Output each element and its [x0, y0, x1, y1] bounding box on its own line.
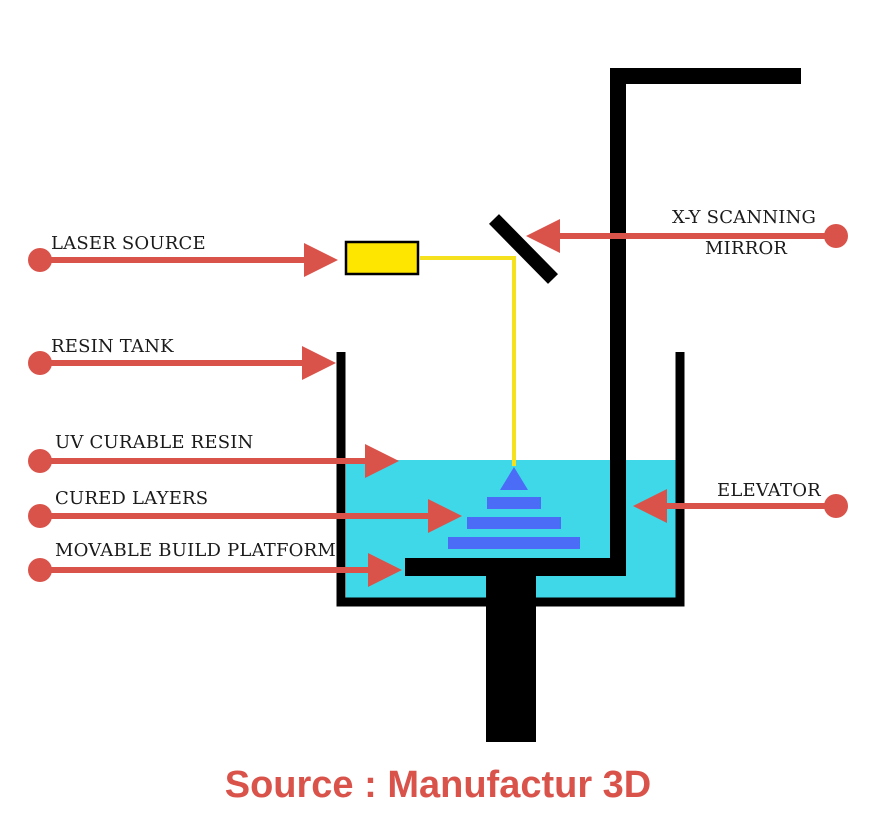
elevator [610, 68, 801, 565]
arrow-dot [824, 494, 848, 518]
arrow-elevator [633, 489, 848, 523]
platform-column [486, 576, 536, 742]
cured-layer [487, 497, 541, 509]
arrow-head [368, 553, 402, 587]
arrow-head [304, 243, 338, 277]
arrow-cured-layers [28, 499, 462, 533]
arrow-movable-build-platform [28, 553, 402, 587]
label-elevator: ELEVATOR [717, 480, 821, 501]
arrow-resin-tank [28, 346, 336, 380]
label-cured-layers: CURED LAYERS [55, 488, 209, 509]
laser-source [344, 240, 420, 276]
arrow-head [526, 219, 560, 253]
label-xy-scanning-mirror-line2: MIRROR [705, 238, 788, 259]
label-uv-curable-resin: UV CURABLE RESIN [55, 432, 254, 453]
label-laser-source: LASER SOURCE [51, 233, 206, 254]
arrow-dot [28, 248, 52, 272]
arrow-uv-curable-resin [28, 444, 399, 478]
arrow-head [428, 499, 462, 533]
xy-scanning-mirror [489, 214, 558, 284]
arrow-head [633, 489, 667, 523]
arrow-laser-source [28, 243, 338, 277]
arrow-dot [28, 351, 52, 375]
label-resin-tank: RESIN TANK [51, 336, 174, 357]
cured-layers [448, 467, 580, 549]
arrow-xy-scanning-mirror [526, 219, 848, 253]
label-xy-scanning-mirror-line1: X-Y SCANNING [672, 207, 817, 228]
cured-layer-tip [500, 467, 528, 490]
laser-beam [420, 256, 516, 466]
arrow-head [365, 444, 399, 478]
arrow-dot [28, 449, 52, 473]
cured-layer [467, 517, 561, 529]
arrow-dot [28, 558, 52, 582]
label-movable-build-platform: MOVABLE BUILD PLATFORM [55, 540, 337, 561]
arrow-dot [28, 504, 52, 528]
movable-build-platform [405, 558, 626, 576]
source-credit: Source : Manufactur 3D [224, 764, 652, 806]
arrow-head [302, 346, 336, 380]
arrow-dot [824, 224, 848, 248]
callout-arrows [28, 219, 848, 587]
cured-layer [448, 537, 580, 549]
